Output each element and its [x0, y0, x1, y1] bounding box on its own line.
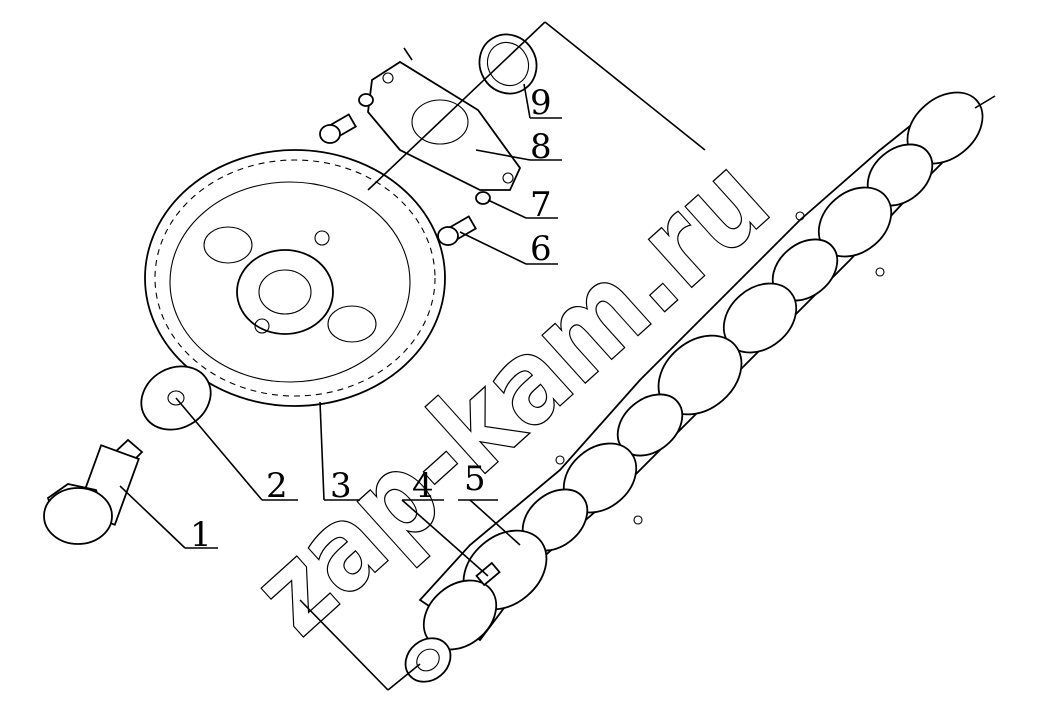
screw-upper [319, 93, 374, 144]
callout-9: 9 [530, 83, 552, 123]
bolt [43, 438, 144, 545]
screw-lower [437, 191, 491, 246]
camshaft [404, 91, 996, 683]
leader-lines [119, 21, 706, 691]
callout-7: 7 [530, 185, 552, 225]
callout-8: 8 [530, 127, 552, 167]
callout-2: 2 [266, 466, 288, 506]
thrust-plate [367, 60, 522, 191]
camshaft-gear [144, 149, 446, 407]
callout-5: 5 [464, 459, 486, 499]
callout-3: 3 [330, 466, 352, 506]
callout-4: 4 [412, 466, 434, 506]
key [475, 561, 501, 587]
callout-6: 6 [530, 229, 552, 269]
callout-1: 1 [190, 515, 212, 555]
